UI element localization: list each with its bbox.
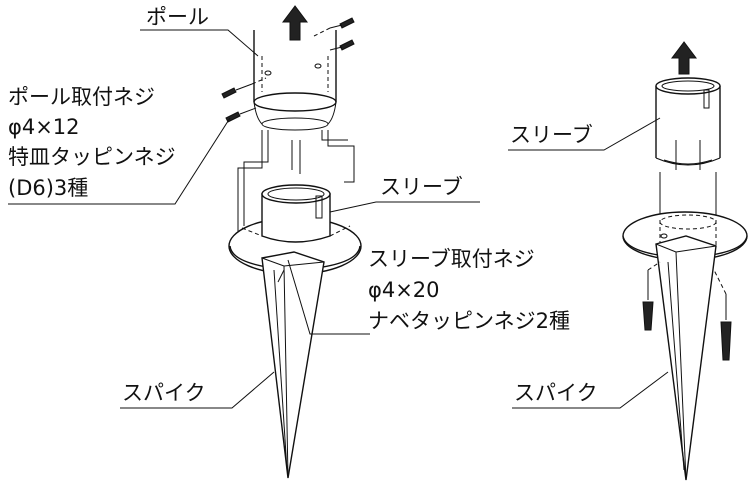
pole-screw-label-line3: 特皿タッピンネジ (8, 145, 176, 169)
sleeve-screw-label-line1: スリーブ取付ネジ (368, 247, 535, 271)
spike-right-label: スパイク (514, 381, 598, 405)
assembly-guides (237, 130, 355, 232)
sleeve-right-label: スリーブ (510, 123, 593, 147)
sleeve-screw-label-line3: ナベタッピンネジ2種 (368, 309, 570, 333)
pole-screw-label-line4: (D6)3種 (8, 176, 88, 200)
sleeve-screws-right (642, 261, 732, 361)
sleeve-left-label-leader (329, 201, 480, 213)
spike-left-label-leader (120, 371, 275, 409)
spike-right (655, 235, 717, 481)
pole-screw-label-line1: ポール取付ネジ (8, 85, 155, 109)
text-labels: ポール ポール取付ネジ φ4×12 特皿タッピンネジ (D6)3種 スリーブ ス… (8, 5, 598, 405)
sleeve-screw-label-leader (287, 259, 370, 335)
pole-label-leader (140, 29, 259, 57)
sleeve-left-label: スリーブ (380, 175, 463, 199)
up-arrow-icon (671, 41, 697, 75)
sleeve-screw-label-line2: φ4×20 (368, 278, 440, 302)
spike-left-label: スパイク (122, 381, 206, 405)
sleeve-right-label-leader (508, 117, 661, 151)
pole (253, 30, 337, 131)
pole-screw-label-line2: φ4×12 (8, 115, 80, 139)
spike-left (261, 251, 325, 479)
pole-screws (221, 17, 355, 123)
right-assembly (508, 41, 748, 481)
up-arrow-icon (282, 5, 308, 41)
left-assembly (8, 5, 480, 479)
pole-screw-label-leader (8, 117, 231, 205)
spike-right-label-leader (512, 371, 669, 409)
pole-label: ポール (146, 5, 209, 29)
sleeve-right (655, 77, 721, 170)
